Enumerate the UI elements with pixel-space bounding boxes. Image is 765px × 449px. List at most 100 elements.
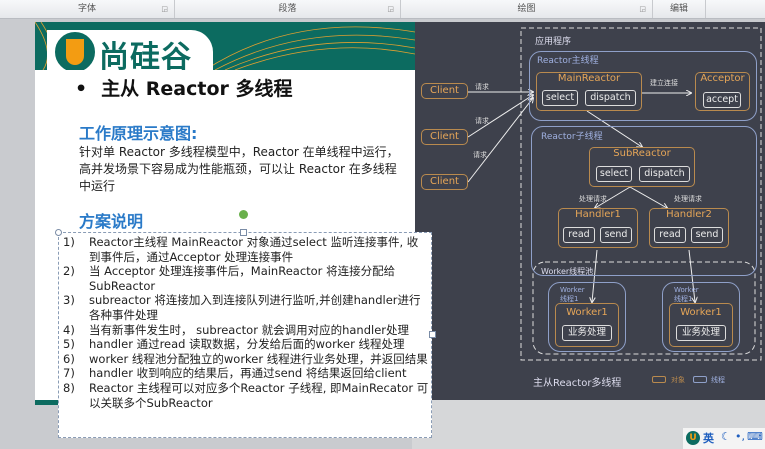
- select-box: select: [542, 90, 578, 106]
- slide-title: •主从 Reactor 多线程: [75, 78, 293, 100]
- read-box: read: [563, 227, 595, 243]
- handle-request-label: 处理请求: [674, 195, 702, 203]
- request-label: 请求: [473, 151, 487, 159]
- legend-thread-label: 线程: [711, 376, 725, 384]
- acceptor-box: Acceptor accept: [695, 72, 750, 111]
- resize-handle[interactable]: [429, 331, 436, 338]
- item-number: 3): [63, 293, 75, 308]
- moon-icon[interactable]: ☾: [721, 430, 731, 443]
- handler2-box: Handler2 read send: [649, 208, 729, 248]
- sub-thread-label: Reactor子线程: [541, 132, 603, 142]
- main-thread-box: [529, 51, 757, 121]
- ime-logo-icon: U: [686, 431, 700, 445]
- sub-reactor-label: SubReactor: [613, 148, 671, 159]
- ime-toolbar[interactable]: U 英 ☾ •, ⌨: [683, 428, 765, 449]
- item-text: 当 Acceptor 处理连接事件后，MainReactor 将连接分配给Sub…: [89, 264, 396, 293]
- item-number: 8): [63, 380, 75, 395]
- sub-reactor-box: SubReactor select dispatch: [589, 147, 695, 187]
- item-text: handler 收到响应的结果后，再通过send 将结果返回给client: [89, 366, 407, 381]
- item-number: 4): [63, 322, 75, 337]
- heading-plan: 方案说明: [79, 212, 144, 231]
- diagram-lines: [467, 27, 762, 361]
- list-item: 3)subreactor 将连接加入到连接队列进行监听,并创建handler进行…: [63, 293, 429, 322]
- client-box: Client: [421, 174, 468, 190]
- architecture-diagram: 应用程序 Reactor主线程 Reactor子线程 Client Client…: [415, 22, 765, 400]
- ribbon-group-editing[interactable]: 编辑: [653, 0, 706, 18]
- send-box: send: [691, 227, 723, 243]
- group-label: 字体: [77, 4, 96, 14]
- main-thread-label: Reactor主线程: [537, 56, 599, 66]
- business-box: 业务处理: [562, 325, 612, 341]
- list-item: 6)worker 线程池分配独立的worker 线程进行业务处理，并返回结果: [63, 352, 429, 367]
- keyboard-icon[interactable]: ⌨: [747, 430, 763, 443]
- diagram-caption: 主从Reactor多线程: [533, 378, 622, 389]
- dialog-launcher-icon[interactable]: ◲: [639, 5, 646, 13]
- banner: 尚硅谷: [35, 22, 415, 70]
- worker-pool-label: Worker线程池: [541, 267, 594, 276]
- request-label: 请求: [475, 117, 489, 125]
- item-text: handler 通过read 读取数据，分发给后面的worker 线程处理: [89, 337, 405, 352]
- worker1-box: Worker1 业务处理: [555, 303, 619, 347]
- ribbon-group-font[interactable]: 字体 ◲: [0, 0, 175, 18]
- list-item: 5) handler 通过read 读取数据，分发给后面的worker 线程处理: [63, 337, 429, 352]
- legend-thread-swatch: [693, 376, 707, 383]
- plan-textbox[interactable]: 1) Reactor主线程 MainReactor 对象通过select 监听连接…: [58, 232, 432, 438]
- main-reactor-label: MainReactor: [557, 73, 621, 84]
- worker-thread-box: [548, 282, 626, 352]
- list-item: 2) 当 Acceptor 处理连接事件后，MainReactor 将连接分配给S…: [63, 264, 429, 293]
- item-number: 5): [63, 337, 75, 352]
- handler1-label: Handler1: [575, 209, 621, 220]
- business-box: 业务处理: [676, 325, 726, 341]
- item-number: 1): [63, 235, 75, 249]
- list-item: 1) Reactor主线程 MainReactor 对象通过select 监听连接…: [63, 235, 429, 264]
- rotate-handle[interactable]: [239, 210, 248, 219]
- client-box: Client: [421, 83, 468, 99]
- send-box: send: [600, 227, 632, 243]
- read-box: read: [654, 227, 686, 243]
- heading-diagram: 工作原理示意图:: [79, 124, 198, 143]
- logo: 尚硅谷: [47, 30, 213, 70]
- ime-language-toggle[interactable]: 英: [703, 432, 714, 445]
- worker-thread-label: Worker 线程1: [674, 286, 699, 303]
- title-text: 主从 Reactor 多线程: [101, 78, 293, 100]
- client-label: Client: [430, 176, 459, 187]
- ribbon-group-paragraph[interactable]: 段落◲: [175, 0, 401, 18]
- main-reactor-box: MainReactor select dispatch: [536, 72, 642, 111]
- ribbon-group-drawing[interactable]: 绘图◲: [401, 0, 653, 18]
- client-box: Client: [421, 129, 468, 145]
- item-number: 6): [63, 351, 75, 366]
- legend-object-swatch: [652, 376, 666, 383]
- group-label: 编辑: [669, 4, 688, 14]
- punctuation-icon[interactable]: •,: [735, 430, 745, 443]
- item-text: Reactor主线程 MainReactor 对象通过select 监听连接事件…: [89, 235, 419, 264]
- worker-thread-label: Worker 线程1: [560, 286, 585, 303]
- accept-box: accept: [703, 92, 741, 108]
- item-number: 2): [63, 264, 75, 279]
- dispatch-box: dispatch: [585, 90, 636, 106]
- logo-text: 尚硅谷: [99, 40, 192, 70]
- ribbon: 字体 ◲ 段落◲ 绘图◲ 编辑: [0, 0, 765, 19]
- handler1-box: Handler1 read send: [558, 208, 638, 248]
- worker1-label: Worker1: [566, 307, 608, 318]
- banner-decoration: [35, 22, 415, 70]
- request-label: 请求: [475, 83, 489, 91]
- worker-thread-box: [662, 282, 740, 352]
- connect-label: 建立连接: [650, 79, 678, 87]
- dialog-launcher-icon[interactable]: ◲: [387, 5, 394, 13]
- select-box: select: [596, 166, 632, 182]
- resize-handle[interactable]: [55, 229, 62, 236]
- handler2-label: Handler2: [666, 209, 712, 220]
- legend-object-label: 对象: [671, 376, 685, 384]
- item-number: 7): [63, 366, 75, 381]
- acceptor-label: Acceptor: [700, 73, 745, 84]
- plan-list: 1) Reactor主线程 MainReactor 对象通过select 监听连接…: [63, 235, 429, 410]
- intro-paragraph: 针对单 Reactor 多线程模型中，Reactor 在单线程中运行，高并发场景…: [79, 145, 399, 193]
- worker1-box: Worker1 业务处理: [669, 303, 733, 347]
- worker1-label: Worker1: [680, 307, 722, 318]
- resize-handle[interactable]: [240, 229, 247, 236]
- dispatch-box: dispatch: [639, 166, 690, 182]
- dialog-launcher-icon[interactable]: ◲: [161, 5, 168, 13]
- list-item: 4)当有新事件发生时， subreactor 就会调用对应的handler处理: [63, 323, 429, 338]
- item-text: Reactor 主线程可以对应多个Reactor 子线程, 即MainRecat…: [89, 380, 429, 410]
- app-label: 应用程序: [535, 37, 572, 47]
